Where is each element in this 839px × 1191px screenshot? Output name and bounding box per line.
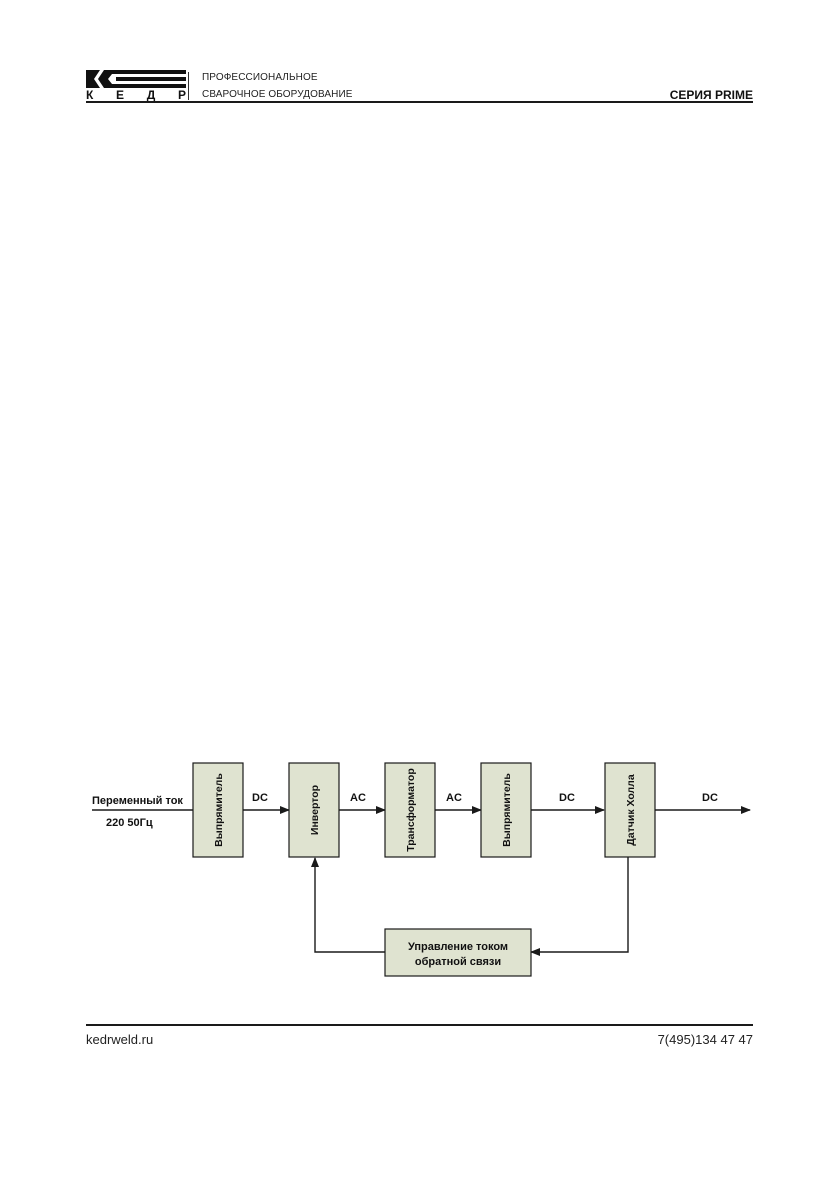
- transformer-label: Трансформатор: [405, 768, 417, 852]
- tagline-line2: СВАРОЧНОЕ ОБОРУДОВАНИЕ: [202, 89, 353, 100]
- feedback-out-line: [311, 857, 385, 953]
- input-label-line2: 220 50Гц: [106, 817, 153, 829]
- rectifier-block-1: [192, 762, 244, 858]
- feedback-label-line2: обратной связи: [415, 956, 501, 968]
- page-header: К Е Д Р ПРОФЕССИОНАЛЬНОЕ СВАРОЧНОЕ ОБОРУ…: [0, 0, 839, 110]
- signal-label-ac-2: AC: [446, 792, 462, 804]
- transformer-block: [384, 762, 436, 858]
- logo-letter: К: [86, 88, 94, 102]
- logo-letter: Д: [146, 88, 156, 102]
- signal-label-dc-1: DC: [252, 792, 268, 804]
- kedr-logo-mark: [86, 70, 186, 88]
- header-rule: [86, 101, 753, 103]
- logo-letter: Е: [116, 88, 125, 102]
- inverter-block: [288, 762, 340, 858]
- inverter-label: Инвертор: [309, 785, 321, 835]
- feedback-control-block: [384, 928, 532, 977]
- signal-label-ac-1: AC: [350, 792, 366, 804]
- tagline-line1: ПРОФЕССИОНАЛЬНОЕ: [202, 72, 318, 83]
- hall-sensor-label: Датчик Холла: [625, 774, 637, 846]
- signal-label-dc-2: DC: [559, 792, 575, 804]
- signal-label-dc-out: DC: [702, 792, 718, 804]
- rectifier-block-2: [480, 762, 532, 858]
- connectors: [92, 806, 751, 956]
- feedback-label-line1: Управление током: [408, 941, 508, 953]
- footer-website: kedrweld.ru: [86, 1032, 154, 1047]
- rectifier-2-label: Выпрямитель: [501, 773, 513, 847]
- series-title: СЕРИЯ PRIME: [669, 88, 753, 102]
- footer-rule: [86, 1024, 753, 1026]
- header-divider: [188, 72, 189, 100]
- logo-letter: Р: [177, 88, 186, 102]
- rectifier-1-label: Выпрямитель: [213, 773, 225, 847]
- kedr-logo: К Е Д Р: [86, 70, 186, 102]
- input-label-line1: Переменный ток: [92, 795, 183, 807]
- hall-sensor-block: [604, 762, 656, 858]
- feedback-in-line: [530, 857, 629, 956]
- logo-letters: К Е Д Р: [86, 88, 186, 102]
- footer-phone: 7(495)134 47 47: [657, 1032, 753, 1047]
